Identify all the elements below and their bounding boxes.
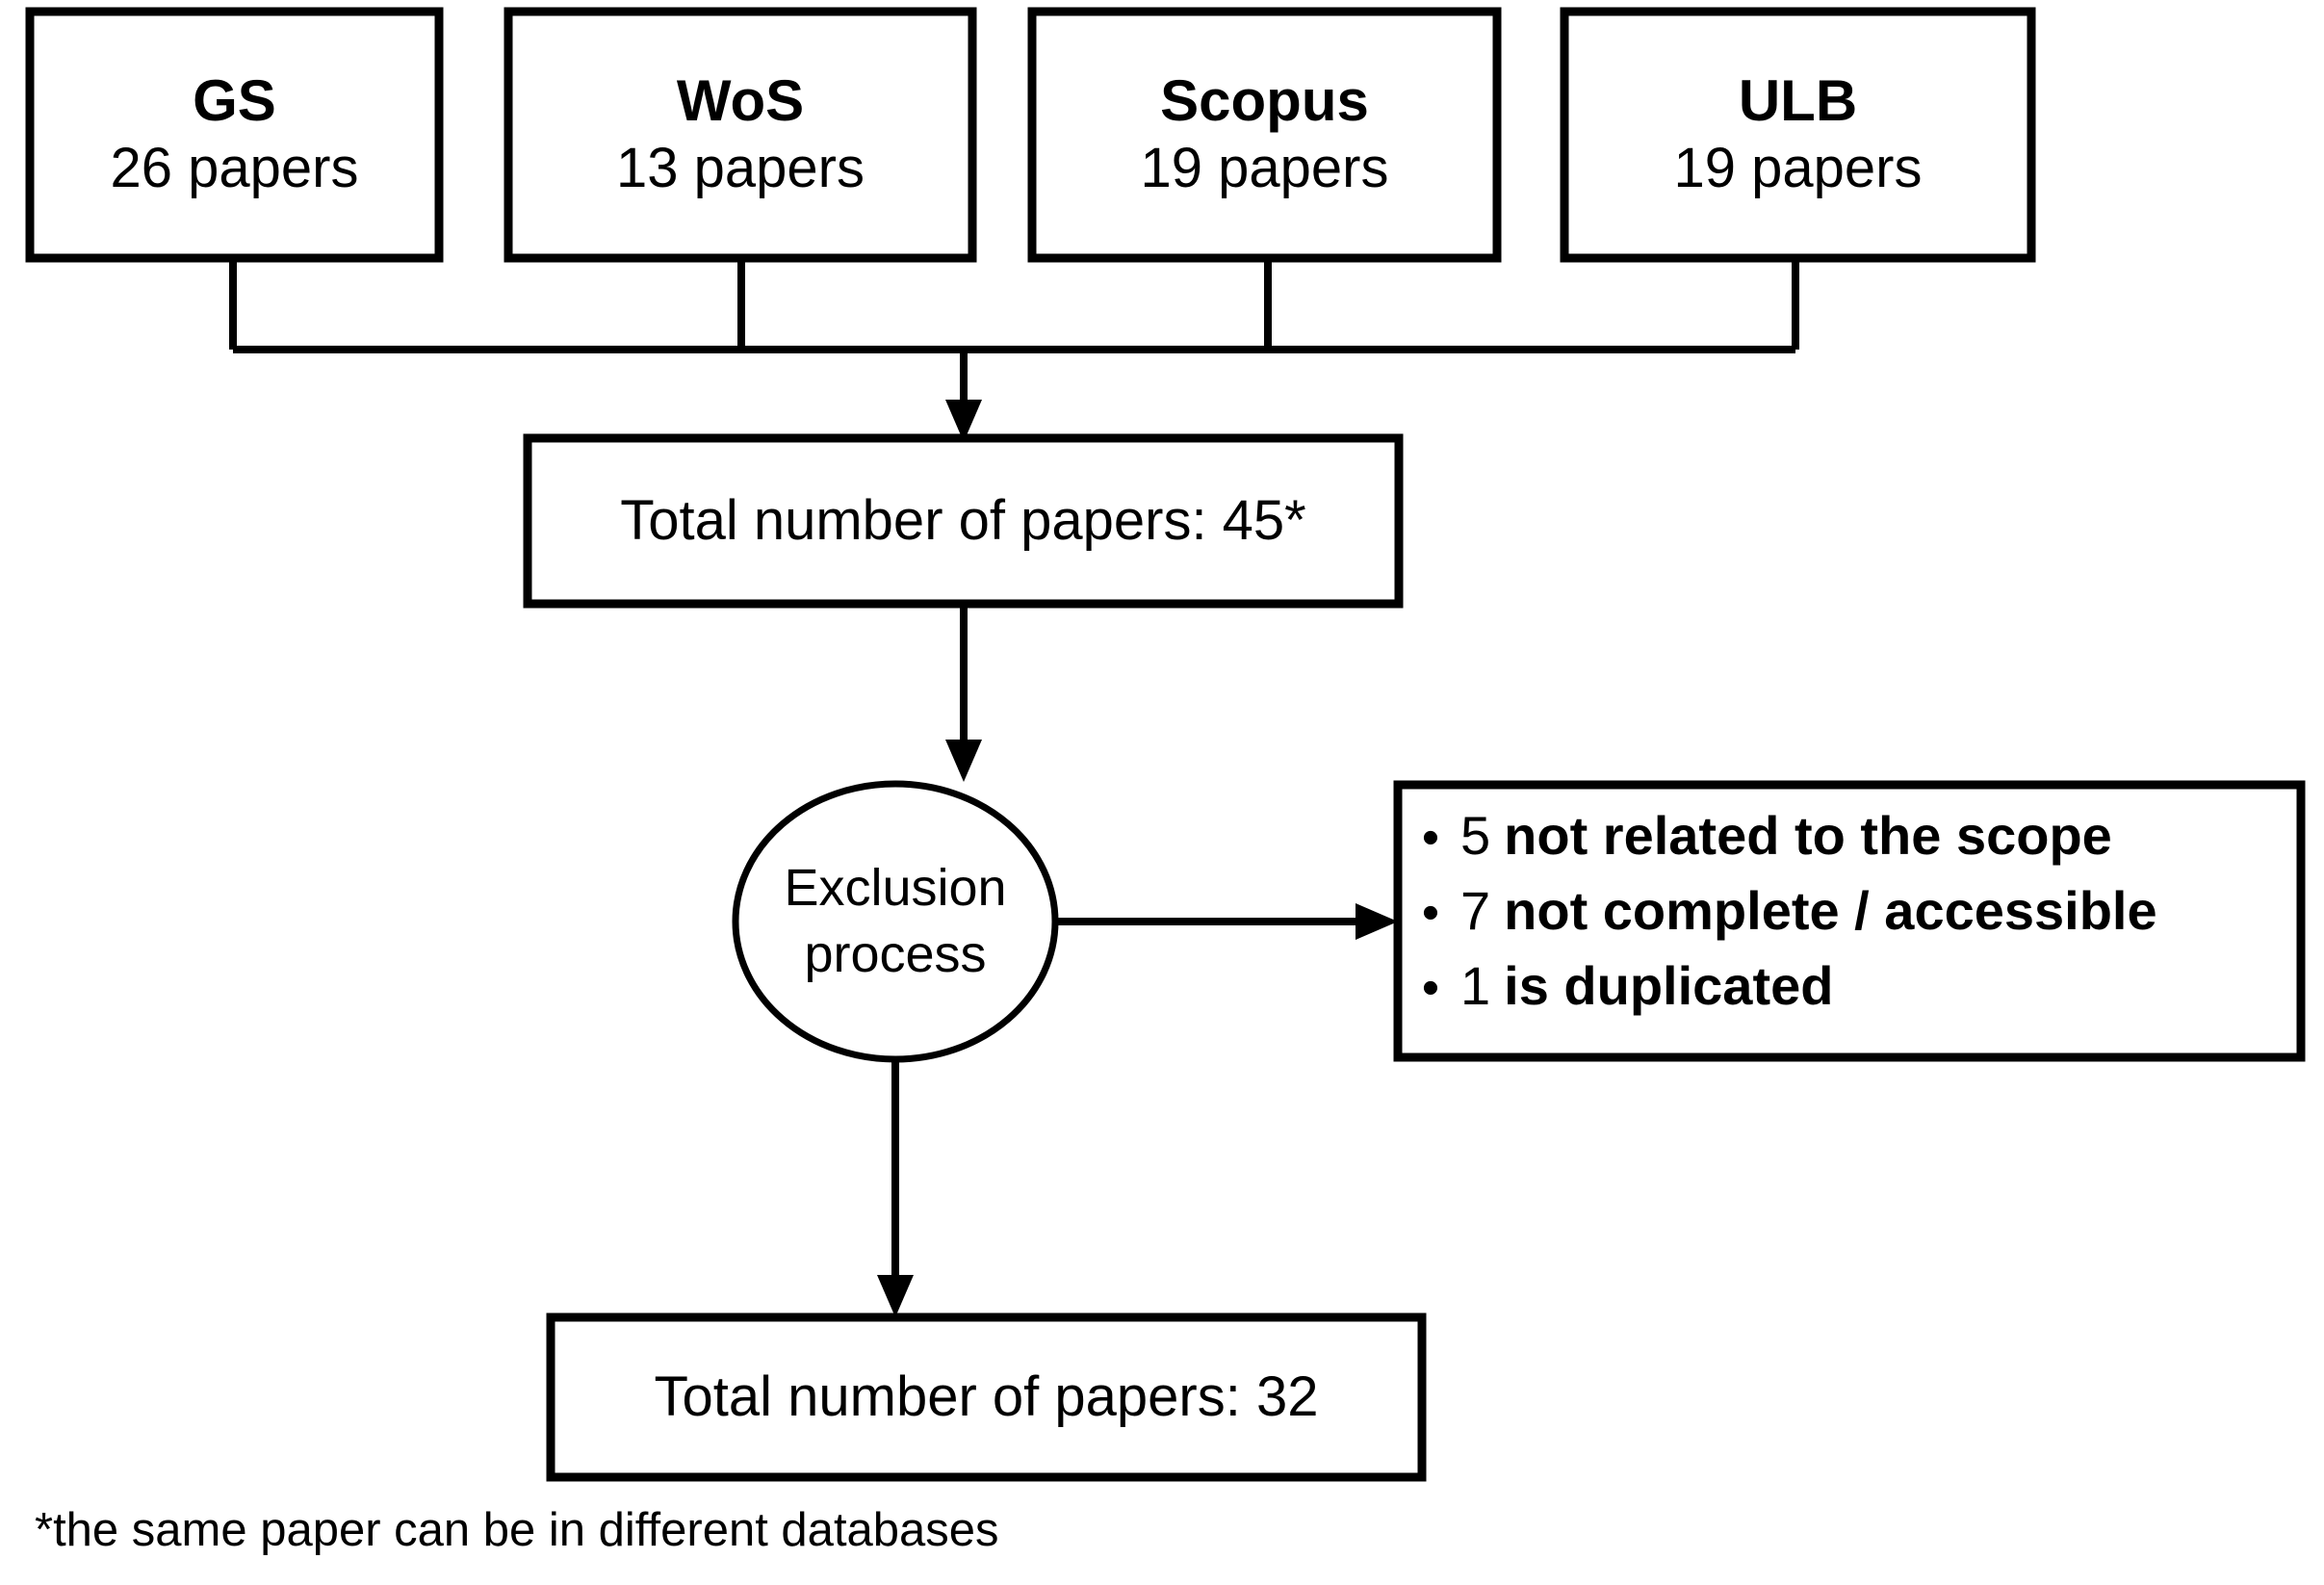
exclusion-reason-item: • 5 not related to the scope [1401, 804, 2296, 879]
exclusion-process-content: Exclusion process [736, 784, 1055, 1059]
source-box-3-content: Scopus 19 papers [1032, 12, 1497, 258]
bullet-icon: • [1421, 960, 1440, 1016]
exclusion-reason-item: • 1 is duplicated [1401, 954, 2296, 1029]
source-box-2[interactable] [504, 7, 977, 263]
exclusion-reasons-list: • 5 not related to the scope • 7 not com… [1401, 804, 2296, 1029]
arrowhead-to-process [945, 740, 982, 782]
source-box-4[interactable] [1560, 7, 2036, 263]
source-box-1[interactable] [25, 7, 444, 263]
total-final-box[interactable] [546, 1312, 1427, 1482]
exclusion-reasons-box[interactable] [1393, 780, 2306, 1062]
arrowhead-to-total-initial [945, 400, 982, 442]
source-2-count: 13 papers [616, 137, 865, 200]
exclusion-reason-3-text: is duplicated [1504, 955, 1834, 1016]
source-1-name: GS [193, 68, 276, 134]
exclusion-process-line-2: process [804, 925, 987, 983]
arrowhead-to-reasons [1356, 903, 1398, 940]
arrowhead-to-total-final [877, 1275, 914, 1317]
source-3-count: 19 papers [1140, 137, 1389, 200]
footnote-text: *the same paper can be in different data… [35, 1504, 999, 1556]
bullet-icon: • [1421, 810, 1440, 866]
source-2-name: WoS [676, 68, 805, 134]
source-box-2-content: WoS 13 papers [508, 12, 972, 258]
exclusion-reason-1-text: not related to the scope [1504, 805, 2112, 866]
exclusion-reason-1-count: 5 [1460, 805, 1491, 866]
total-final-label: Total number of papers: 32 [654, 1364, 1319, 1428]
exclusion-process-line-1: Exclusion [784, 858, 1007, 917]
total-initial-label: Total number of papers: 45* [620, 488, 1306, 552]
source-3-name: Scopus [1160, 68, 1369, 134]
source-box-1-content: GS 26 papers [30, 12, 439, 258]
exclusion-reason-3-count: 1 [1460, 955, 1491, 1016]
source-1-count: 26 papers [110, 137, 359, 200]
total-final-content: Total number of papers: 32 [551, 1317, 1422, 1477]
source-box-4-content: ULB 19 papers [1564, 12, 2031, 258]
exclusion-reason-item: • 7 not complete / accessible [1401, 879, 2296, 954]
total-initial-box[interactable] [523, 433, 1404, 609]
source-4-count: 19 papers [1673, 137, 1923, 200]
total-initial-content: Total number of papers: 45* [528, 438, 1399, 604]
source-4-name: ULB [1738, 68, 1858, 134]
exclusion-reason-2-text: not complete / accessible [1504, 880, 2157, 941]
bullet-icon: • [1421, 885, 1440, 941]
exclusion-reason-2-count: 7 [1460, 880, 1491, 941]
